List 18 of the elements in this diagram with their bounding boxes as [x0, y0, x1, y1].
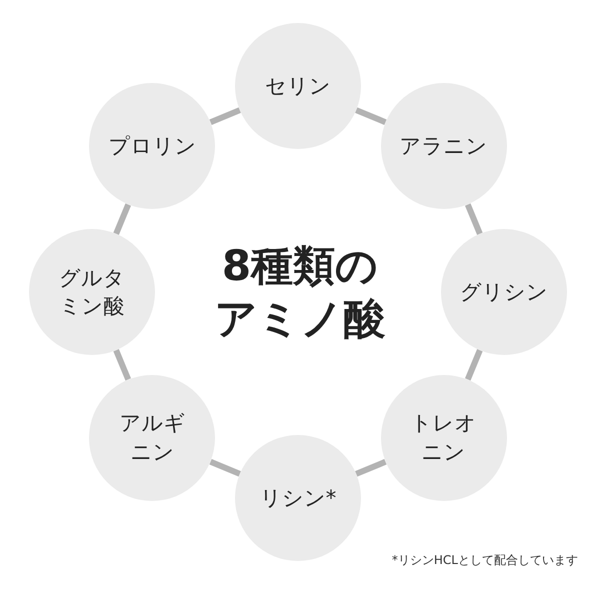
- connector-line: [465, 349, 483, 381]
- node-label: グルタミン酸: [59, 264, 125, 320]
- node-label: アルギニン: [119, 410, 186, 466]
- node-label: グリシン: [459, 278, 549, 306]
- center-title: 8種類のアミノ酸: [214, 240, 386, 344]
- connector-line: [113, 349, 131, 381]
- node-label: プロリン: [107, 133, 198, 160]
- connector-line: [113, 203, 131, 235]
- connector-line: [355, 107, 387, 125]
- connector-line: [355, 459, 387, 477]
- footnote: *リシンHCLとして配合しています: [392, 552, 578, 569]
- connector-line: [209, 459, 241, 477]
- node-label: セリン: [264, 72, 332, 100]
- node-label: トレオニン: [410, 410, 477, 466]
- node-label: リシン*: [258, 484, 338, 512]
- connector-line: [465, 203, 483, 235]
- node-label: アラニン: [398, 133, 489, 160]
- connector-line: [209, 107, 241, 125]
